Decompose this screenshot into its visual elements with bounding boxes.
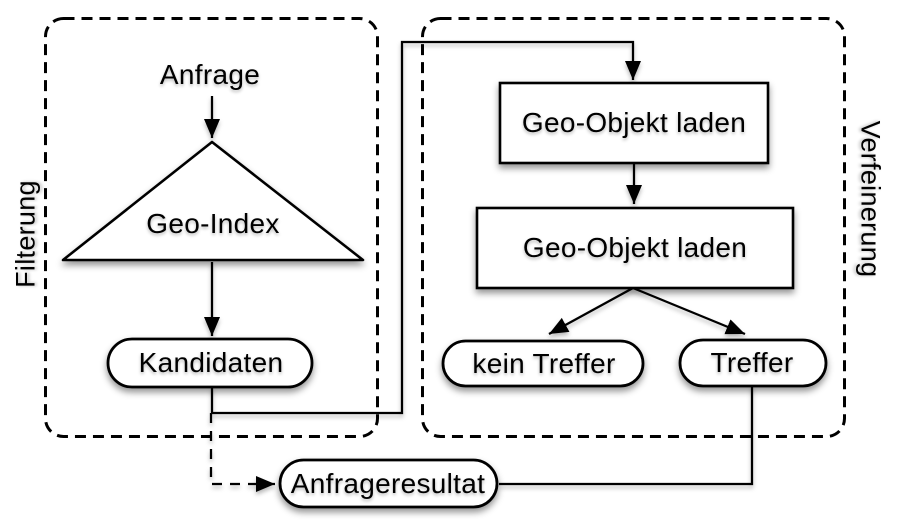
refinement-region-box xyxy=(421,17,846,438)
kein-treffer-label: kein Treffer xyxy=(472,348,616,379)
geo-objekt-laden-2-label: Geo-Objekt laden xyxy=(522,232,748,263)
edge-load2-to-treffer xyxy=(632,286,746,336)
anfrageresultat-label: Anfrageresultat xyxy=(290,468,486,499)
treffer-node xyxy=(678,338,828,388)
edge-kandidaten-to-anfrageresultat-dashed xyxy=(209,413,275,492)
geo-index-triangle xyxy=(61,140,365,262)
geo-objekt-laden-1-label: Geo-Objekt laden xyxy=(521,107,747,138)
filtering-region-label: Filterung xyxy=(10,180,41,288)
geo-index-label: Geo-Index xyxy=(146,208,280,239)
kandidaten-node xyxy=(106,337,314,389)
geo-objekt-laden-1-node xyxy=(498,81,770,165)
geo-objekt-laden-2-node xyxy=(475,206,795,290)
refinement-region-label: Verfeinerung xyxy=(855,120,886,278)
kein-treffer-node xyxy=(441,339,645,388)
anfrageresultat-node xyxy=(278,458,499,509)
treffer-label: Treffer xyxy=(710,347,794,378)
edge-load2-to-keintreffer xyxy=(548,287,634,335)
edge-kandidaten-to-load1 xyxy=(210,40,641,415)
anfrage-label: Anfrage xyxy=(159,59,261,90)
edge-treffer-to-anfrageresultat xyxy=(499,385,754,486)
kandidaten-label: Kandidaten xyxy=(138,347,284,378)
